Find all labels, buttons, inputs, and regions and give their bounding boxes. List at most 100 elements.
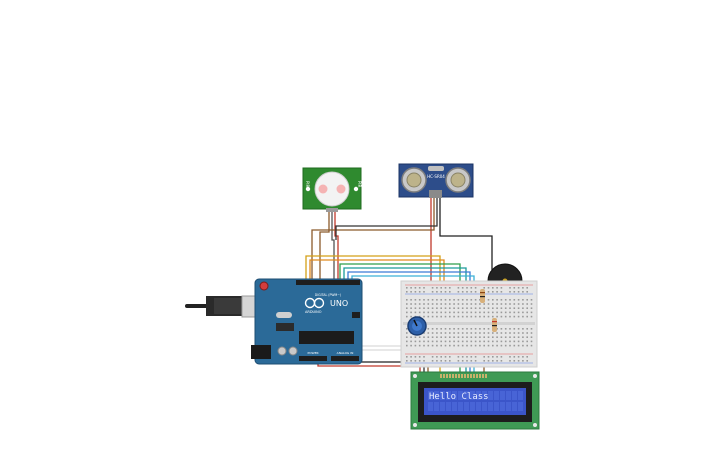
breadboard-hole — [406, 287, 408, 289]
breadboard-hole — [453, 328, 455, 330]
pir-sensor[interactable]: PIR PIR — [302, 167, 362, 212]
breadboard[interactable] — [400, 280, 538, 368]
pir-pins — [326, 208, 338, 212]
breadboard-hole — [509, 332, 511, 334]
lcd-display[interactable]: Hello Class — [410, 371, 540, 430]
wire-pir-gnd[interactable] — [334, 212, 339, 282]
breadboard-hole — [470, 287, 473, 289]
breadboard-hole — [436, 315, 438, 318]
lcd-cell — [476, 402, 481, 411]
breadboard-hole — [470, 311, 473, 314]
resistor-2[interactable] — [492, 318, 497, 332]
breadboard-hole — [436, 307, 438, 309]
breadboard-hole — [517, 307, 520, 309]
breadboard-hole — [492, 287, 494, 289]
breadboard-hole — [509, 299, 511, 301]
breadboard-hole — [449, 291, 451, 293]
mounting-hole-icon — [533, 423, 537, 427]
breadboard-hole — [530, 332, 533, 334]
breadboard-hole — [474, 315, 477, 318]
breadboard-hole — [492, 311, 494, 314]
wire-green[interactable] — [339, 263, 461, 296]
breadboard-hole — [423, 311, 425, 314]
breadboard-hole — [500, 287, 503, 289]
wire-pir-vcc[interactable] — [319, 212, 330, 282]
breadboard-hole — [444, 287, 447, 289]
resistor-1[interactable] — [480, 289, 485, 303]
reset-button-icon[interactable] — [259, 281, 269, 291]
breadboard-hole — [513, 315, 516, 318]
breadboard-hole — [431, 287, 434, 289]
breadboard-hole — [444, 360, 447, 362]
breadboard-hole — [509, 303, 511, 305]
lcd-cell — [500, 391, 505, 400]
breadboard-hole — [410, 336, 412, 338]
breadboard-hole — [474, 299, 477, 301]
digital-label: DIGITAL (PWM~) — [315, 293, 341, 297]
breadboard-hole — [440, 311, 442, 314]
breadboard-hole — [487, 332, 490, 334]
breadboard-hole — [449, 299, 451, 301]
lcd-cell — [488, 402, 493, 411]
breadboard-hole — [444, 340, 447, 343]
breadboard-hole — [487, 307, 490, 309]
breadboard-hole — [418, 291, 421, 293]
breadboard-hole — [522, 360, 524, 362]
ultrasonic-sensor[interactable]: HC-SR04 — [398, 163, 474, 198]
breadboard-hole — [470, 303, 473, 305]
breadboard-hole — [517, 344, 520, 347]
wire-orange[interactable] — [309, 259, 445, 296]
capacitor-1-icon — [277, 346, 287, 356]
mounting-hole-icon — [413, 374, 417, 378]
breadboard-hole — [449, 311, 451, 314]
breadboard-hole — [406, 299, 408, 301]
breadboard-hole — [530, 336, 533, 338]
lcd-cell — [446, 402, 451, 411]
arduino-logo-icon — [304, 297, 325, 309]
breadboard-hole — [530, 344, 533, 347]
breadboard-hole — [492, 303, 494, 305]
breadboard-hole — [453, 336, 455, 338]
breadboard-hole — [466, 303, 468, 305]
breadboard-hole — [423, 287, 425, 289]
breadboard-hole — [500, 340, 503, 343]
breadboard-hole — [414, 291, 417, 293]
potentiometer[interactable] — [407, 316, 427, 336]
atmega-chip — [299, 331, 354, 344]
wire-us-gnd[interactable] — [439, 198, 493, 270]
lcd-pin — [470, 374, 472, 378]
breadboard-hole — [470, 344, 473, 347]
wire-pir-out[interactable] — [331, 212, 335, 282]
breadboard-hole — [466, 336, 468, 338]
breadboard-hole — [418, 340, 421, 343]
breadboard-hole — [414, 340, 417, 343]
breadboard-hole — [457, 287, 460, 289]
breadboard-hole — [496, 315, 498, 318]
breadboard-hole — [496, 336, 498, 338]
breadboard-hole — [431, 332, 434, 334]
breadboard-hole — [431, 340, 434, 343]
breadboard-hole — [431, 315, 434, 318]
lcd-cell — [452, 402, 457, 411]
breadboard-hole — [526, 291, 528, 293]
breadboard-hole — [530, 328, 533, 330]
lcd-pin — [473, 374, 475, 378]
wire-us-echo[interactable] — [335, 198, 438, 240]
breadboard-hole — [436, 303, 438, 305]
breadboard-hole — [440, 315, 442, 318]
breadboard-hole — [474, 332, 477, 334]
breadboard-hole — [500, 303, 503, 305]
arduino-uno[interactable]: DIGITAL (PWM~) UNO ARDUINO POWER ANALOG … — [185, 278, 363, 365]
breadboard-hole — [487, 299, 490, 301]
lcd-cell — [458, 402, 463, 411]
breadboard-hole — [526, 336, 528, 338]
lcd-cell — [482, 402, 487, 411]
breadboard-hole — [522, 336, 524, 338]
breadboard-hole — [406, 307, 408, 309]
breadboard-hole — [457, 356, 460, 358]
breadboard-hole — [496, 307, 498, 309]
breadboard-hole — [517, 291, 520, 293]
breadboard-hole — [423, 332, 425, 334]
breadboard-hole — [423, 307, 425, 309]
breadboard-hole — [517, 340, 520, 343]
